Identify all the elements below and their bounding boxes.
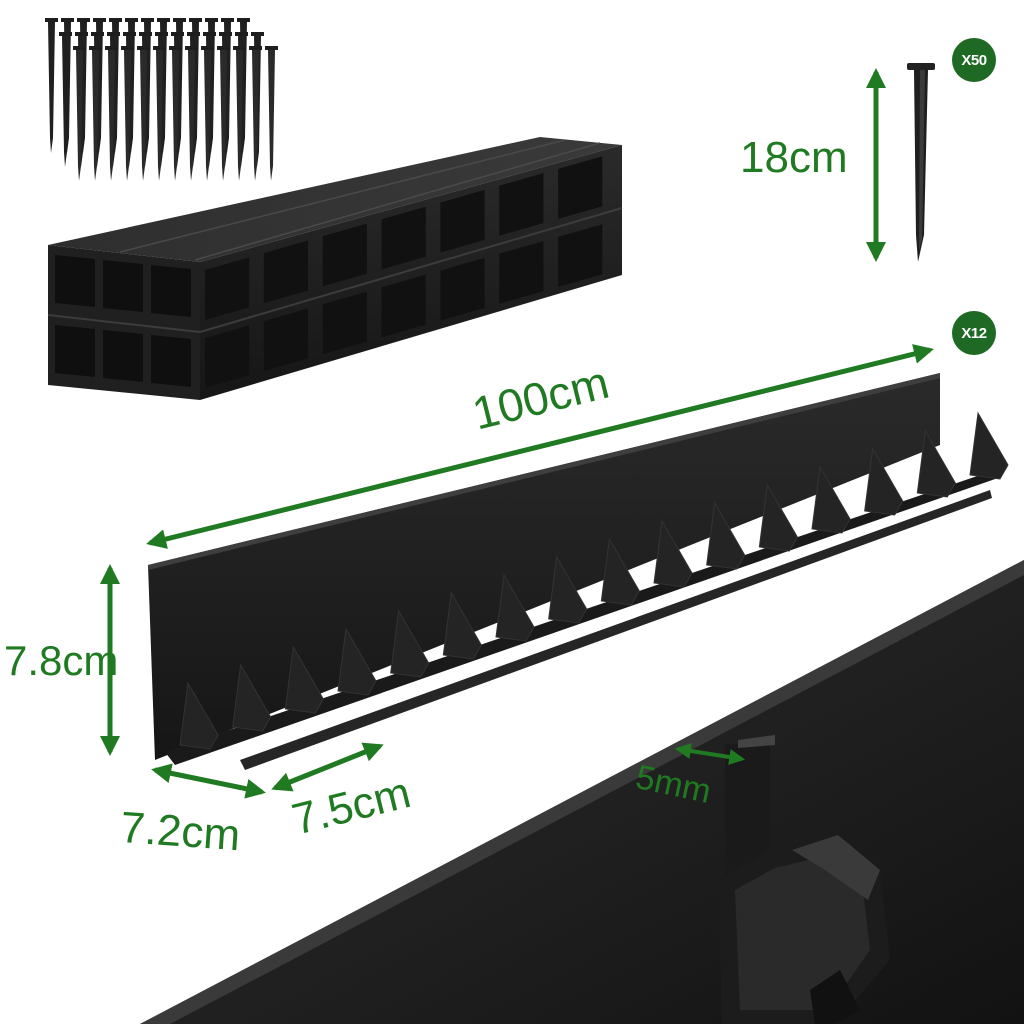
stake-head xyxy=(59,32,72,36)
stake-head xyxy=(237,18,250,22)
stake-head xyxy=(141,18,154,22)
stack-cell xyxy=(558,156,603,219)
edging-stack xyxy=(47,137,623,400)
stake-head xyxy=(233,46,246,50)
stake-head xyxy=(187,32,200,36)
stack-end-cell xyxy=(151,335,191,387)
stake-head xyxy=(91,32,104,36)
stack-end-cell xyxy=(103,260,143,312)
stack-cell xyxy=(381,206,426,270)
stack-cell xyxy=(205,257,250,320)
stake-head xyxy=(217,46,230,50)
stack-end-cell xyxy=(55,255,95,307)
single-stake xyxy=(907,63,935,262)
stake-head xyxy=(189,18,202,22)
stake-head xyxy=(125,18,138,22)
stake-head xyxy=(121,46,134,50)
stake-head xyxy=(205,18,218,22)
stake-head xyxy=(201,46,214,50)
stack-cell xyxy=(440,189,485,253)
stack-cell xyxy=(499,173,544,236)
edging-count-badge: X12 xyxy=(952,311,996,355)
spike xyxy=(495,573,535,642)
spike xyxy=(600,537,640,606)
base-width-label: 7.2cm xyxy=(118,803,242,861)
base-width-arrow xyxy=(151,763,266,799)
stake-body xyxy=(76,50,83,181)
spike xyxy=(337,627,377,696)
spike-spacing-arrow xyxy=(271,742,384,792)
stake-head xyxy=(73,46,86,50)
stake-head xyxy=(251,32,264,36)
spike xyxy=(548,555,588,624)
edging-height-label: 7.8cm xyxy=(4,637,119,684)
stake-head xyxy=(77,18,90,22)
stake-head xyxy=(89,46,102,50)
stake-body xyxy=(268,50,275,181)
stake-body xyxy=(236,50,243,181)
stake-body xyxy=(204,50,211,181)
stake-head xyxy=(219,32,232,36)
stack-end-cell xyxy=(55,325,95,377)
stake-bundle xyxy=(45,18,278,181)
spike xyxy=(969,411,1009,480)
stake-head xyxy=(155,32,168,36)
stack-end-cell xyxy=(103,330,143,382)
stack-cell xyxy=(440,257,485,321)
stake-head xyxy=(157,18,170,22)
thickness-arrow xyxy=(674,743,746,765)
stake-head xyxy=(107,32,120,36)
stake-body xyxy=(108,50,115,181)
stake-head xyxy=(45,18,58,22)
stake-head xyxy=(249,46,262,50)
stake-body xyxy=(48,22,55,153)
spike xyxy=(284,645,324,714)
stack-cell xyxy=(558,224,603,287)
stake-body xyxy=(124,50,131,181)
stake-head xyxy=(139,32,152,36)
stake-head xyxy=(61,18,74,22)
spike xyxy=(442,591,482,660)
stake-head xyxy=(265,46,278,50)
stake-head xyxy=(105,46,118,50)
stake-body xyxy=(252,50,259,181)
stake-body xyxy=(188,50,195,181)
stake-head xyxy=(137,46,150,50)
stake-body xyxy=(62,36,69,167)
stack-cell xyxy=(499,241,544,304)
stake-body xyxy=(92,50,99,181)
stake-length-label: 18cm xyxy=(740,133,848,182)
stake-body xyxy=(140,50,147,181)
stake-head xyxy=(169,46,182,50)
stack-end-cell xyxy=(151,265,191,317)
edging-length-arrow xyxy=(146,344,934,549)
stake-head xyxy=(75,32,88,36)
stake-head xyxy=(93,18,106,22)
spike xyxy=(232,663,272,732)
stake-head xyxy=(173,18,186,22)
stake-head xyxy=(203,32,216,36)
edging-closeup xyxy=(140,560,1024,1024)
stake-body xyxy=(172,50,179,181)
stack-cell xyxy=(263,240,308,304)
stake-head xyxy=(235,32,248,36)
stake-head xyxy=(221,18,234,22)
stack-cell xyxy=(322,291,367,355)
stake-head xyxy=(153,46,166,50)
stack-cell xyxy=(322,223,367,287)
spike xyxy=(179,681,219,750)
stake-head xyxy=(123,32,136,36)
stack-cell xyxy=(381,274,426,338)
stake-body xyxy=(156,50,163,181)
stake-count-badge: X50 xyxy=(952,38,996,82)
spike xyxy=(390,609,430,678)
stake-head xyxy=(185,46,198,50)
stake-head xyxy=(171,32,184,36)
stake-head xyxy=(109,18,122,22)
stake-body xyxy=(220,50,227,181)
